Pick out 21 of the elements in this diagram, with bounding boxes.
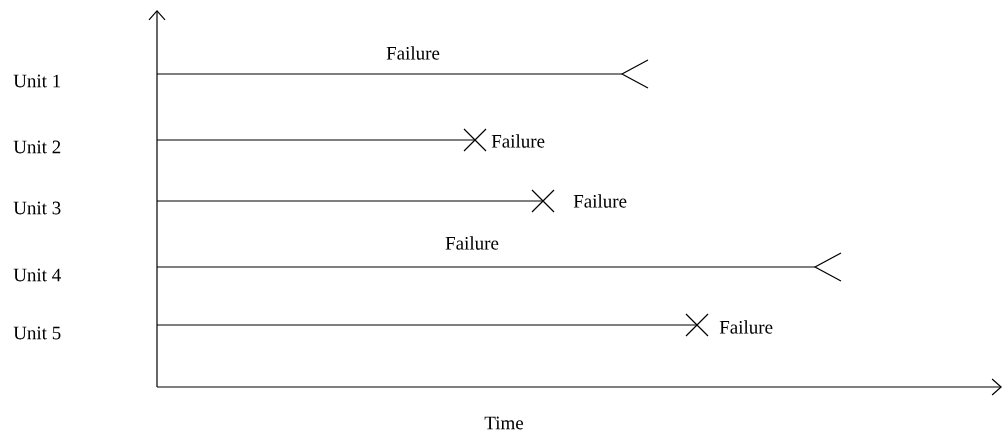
failure-cross [463,128,487,152]
unit-label: Unit 1 [13,74,61,88]
timeline [156,324,698,326]
timeline [156,200,544,202]
failure-label: Failure [445,236,499,250]
timeline [156,139,476,141]
unit-label: Unit 3 [13,201,61,215]
failure-label: Failure [386,46,440,60]
failure-cross [685,313,709,337]
censor-mark [620,59,649,89]
unit-label: Unit 5 [13,326,61,340]
censor-mark [813,252,842,282]
unit-label: Unit 4 [13,268,61,282]
axis-label: Time [484,416,524,430]
unit-label: Unit 2 [13,140,61,154]
failure-cross [531,189,555,213]
failure-label: Failure [573,194,627,208]
timeline [156,73,623,75]
failure-label: Failure [491,134,545,148]
timeline [156,266,816,268]
failure-label: Failure [719,320,773,334]
